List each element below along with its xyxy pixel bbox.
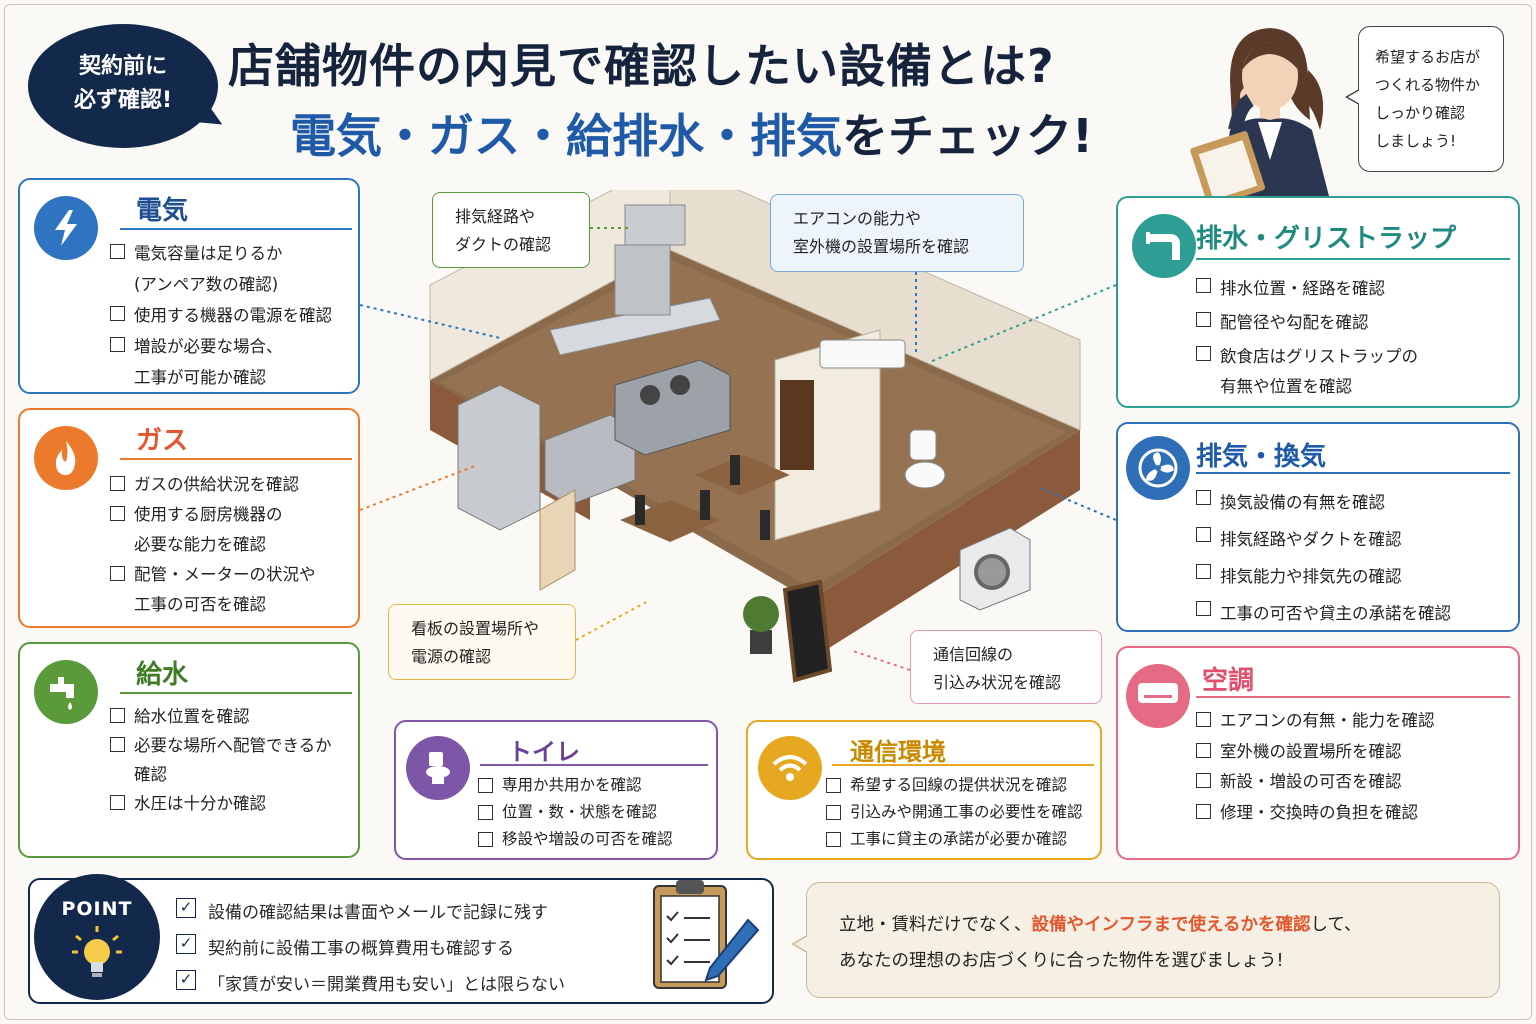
card-water: 給水 給水位置を確認 必要な場所へ配管できるか 確認 水圧は十分か確認 <box>18 642 360 858</box>
page-subtitle: 電気・ガス・給排水・排気をチェック! <box>290 100 1190 166</box>
card-aircon: 空調 エアコンの有無・能力を確認 室外機の設置場所を確認 新設・増設の可否を確認… <box>1116 646 1520 860</box>
page-title: 店舗物件の内見で確認したい設備とは? <box>228 39 1055 93</box>
badge-line2: 必ず確認! <box>73 88 173 113</box>
card-drain-list: 排水位置・経路を確認 配管径や勾配を確認 飲食店はグリストラップの 有無や位置を… <box>1196 272 1418 404</box>
toilet-icon <box>406 736 470 800</box>
card-exhaust-title: 排気・換気 <box>1196 442 1327 472</box>
woman-illustration <box>1190 28 1330 200</box>
card-network-title: 通信環境 <box>850 738 946 766</box>
callout-duct: 排気経路や ダクトの確認 <box>432 192 590 268</box>
fan-icon <box>1126 436 1190 500</box>
warning-badge: 契約前に 必ず確認! <box>28 24 218 148</box>
card-drain-title: 排水・グリストラップ <box>1196 224 1457 254</box>
card-network-list: 希望する回線の提供状況を確認 引込みや開通工事の必要性を確認 工事に貸主の承諾が… <box>826 772 1083 853</box>
card-exhaust-list: 換気設備の有無を確認 排気経路やダクトを確認 排気能力や排気先の確認 工事の可否… <box>1196 484 1451 632</box>
card-network: 通信環境 希望する回線の提供状況を確認 引込みや開通工事の必要性を確認 工事に貸… <box>746 720 1102 860</box>
card-water-list: 給水位置を確認 必要な場所へ配管できるか 確認 水圧は十分か確認 <box>110 702 332 818</box>
speech-bubble: 希望するお店が つくれる物件か しっかり確認 しましょう! <box>1345 26 1504 172</box>
message-highlight: 設備やインフラまで使えるかを確認 <box>1031 915 1311 935</box>
card-toilet-list: 専用か共用かを確認 位置・数・状態を確認 移設や増設の可否を確認 <box>478 772 673 853</box>
faucet-icon <box>34 660 98 724</box>
card-electric-title: 電気 <box>136 196 189 226</box>
card-drain: 排水・グリストラップ 排水位置・経路を確認 配管径や勾配を確認 飲食店はグリスト… <box>1116 196 1520 408</box>
callout-aircon: エアコンの能力や 室外機の設置場所を確認 <box>770 194 1024 272</box>
card-water-title: 給水 <box>136 660 189 690</box>
point-label: POINT <box>61 898 133 920</box>
pipe-icon <box>1132 214 1196 278</box>
card-toilet: トイレ 専用か共用かを確認 位置・数・状態を確認 移設や増設の可否を確認 <box>394 720 718 860</box>
point-badge: POINT <box>34 874 160 1000</box>
point-list: 設備の確認結果は書面やメールで記録に残す 契約前に設備工事の概算費用も確認する … <box>176 898 565 1006</box>
aircon-icon <box>1126 664 1190 728</box>
card-aircon-list: エアコンの有無・能力を確認 室外機の設置場所を確認 新設・増設の可否を確認 修理… <box>1196 706 1435 828</box>
card-exhaust: 排気・換気 換気設備の有無を確認 排気経路やダクトを確認 排気能力や排気先の確認… <box>1116 422 1520 632</box>
subtitle-highlight: 電気・ガス・給排水・排気 <box>290 109 842 163</box>
card-gas-list: ガスの供給状況を確認 使用する厨房機器の 必要な能力を確認 配管・メーターの状況… <box>110 470 316 620</box>
card-toilet-title: トイレ <box>508 738 580 766</box>
card-electric: 電気 電気容量は足りるか (アンペア数の確認) 使用する機器の電源を確認 増設が… <box>18 178 360 394</box>
badge-line1: 契約前に <box>78 54 167 79</box>
callout-sign: 看板の設置場所や 電源の確認 <box>388 604 576 680</box>
card-gas-title: ガス <box>136 426 189 456</box>
lightbulb-icon <box>72 926 122 977</box>
card-aircon-title: 空調 <box>1202 666 1255 696</box>
wifi-icon <box>758 736 822 800</box>
subtitle-tail: をチェック! <box>842 109 1093 163</box>
clipboard-icon <box>653 880 760 989</box>
floor-plan-illustration <box>429 190 1081 683</box>
callout-network-line: 通信回線の 引込み状況を確認 <box>910 630 1102 704</box>
closing-message: 立地・賃料だけでなく、設備やインフラまで使えるかを確認して、 あなたの理想のお店… <box>791 882 1500 998</box>
lightning-icon <box>34 196 98 260</box>
card-gas: ガス ガスの供給状況を確認 使用する厨房機器の 必要な能力を確認 配管・メーター… <box>18 408 360 628</box>
flame-icon <box>34 426 98 490</box>
point-box: POINT 設備の確認結果は書面やメールで記録に残す 契約前に設備工事の概算費用… <box>28 874 774 1006</box>
card-electric-list: 電気容量は足りるか (アンペア数の確認) 使用する機器の電源を確認 増設が必要な… <box>110 238 332 393</box>
